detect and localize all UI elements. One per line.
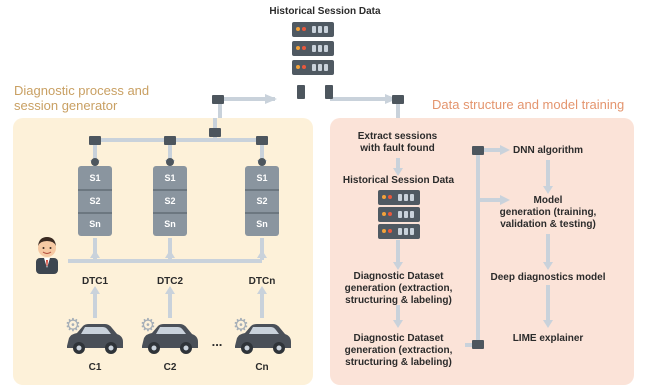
- arrow-icon: [257, 250, 267, 258]
- top-server-title: Historical Session Data: [269, 6, 381, 17]
- server-unit: [378, 207, 420, 222]
- arrow-icon: [165, 250, 175, 258]
- arrow-icon: [500, 195, 510, 205]
- gear-icon: ⚙: [139, 315, 157, 335]
- car-label-1: C1: [88, 362, 102, 373]
- arrow-icon: [543, 320, 553, 328]
- arrow-icon: [543, 262, 553, 270]
- car-icon: [142, 324, 198, 354]
- step-deep-diagnostics-model: Deep diagnostics model: [490, 272, 606, 283]
- right-server: [376, 190, 422, 242]
- connector-icon: [209, 128, 221, 137]
- car-icon: [235, 324, 291, 354]
- arrow-icon: [385, 94, 397, 104]
- server-unit: [292, 60, 334, 75]
- arrow-icon: [393, 262, 403, 270]
- gear-icon: ⚙: [64, 315, 82, 335]
- connector-icon: [472, 340, 484, 349]
- arrow-icon: [500, 145, 510, 155]
- dtc-label-1: DTC1: [81, 276, 109, 287]
- session-drum-3: S1 S2 Sn: [245, 166, 279, 236]
- car-icon: [67, 324, 123, 354]
- person-icon: [36, 237, 58, 274]
- right-section-title: Data structure and model training: [432, 97, 625, 112]
- server-unit: [292, 41, 334, 56]
- led-icon: [388, 212, 392, 216]
- session-drum-2: S1 S2 Sn: [153, 166, 187, 236]
- step-historical-session-data: Historical Session Data: [342, 175, 455, 186]
- connector-icon: [212, 95, 224, 104]
- drum-cap-icon: [166, 158, 174, 166]
- connector-icon: [472, 146, 484, 155]
- arrow-icon: [265, 94, 277, 104]
- arrow-icon: [165, 286, 175, 294]
- arrow-icon: [393, 320, 403, 328]
- server-unit: [378, 190, 420, 205]
- led-icon: [382, 229, 386, 233]
- connector-icon: [325, 85, 333, 99]
- server-unit: [378, 224, 420, 239]
- step-dataset-generation-2: Diagnostic Dataset generation (extractio…: [344, 333, 453, 368]
- led-icon: [296, 46, 300, 50]
- dtc-label-2: DTC2: [156, 276, 184, 287]
- arrow-icon: [543, 186, 553, 194]
- led-icon: [388, 195, 392, 199]
- led-icon: [302, 65, 306, 69]
- step-lime-explainer: LIME explainer: [512, 333, 584, 344]
- dtc-label-3: DTCn: [248, 276, 276, 287]
- car-label-2: C2: [163, 362, 177, 373]
- left-section-title: Diagnostic process and session generator: [14, 83, 150, 113]
- led-icon: [296, 65, 300, 69]
- connector-icon: [164, 136, 176, 145]
- top-server: [290, 22, 336, 84]
- step-model-generation: Model generation (training, validation &…: [499, 195, 597, 230]
- led-icon: [296, 27, 300, 31]
- arrow-icon: [90, 286, 100, 294]
- arrow-icon: [90, 250, 100, 258]
- server-unit: [292, 22, 334, 37]
- led-icon: [382, 195, 386, 199]
- step-extract-sessions: Extract sessions with fault found: [357, 131, 438, 154]
- led-icon: [382, 212, 386, 216]
- ellipsis: ...: [211, 334, 223, 349]
- step-dataset-generation-1: Diagnostic Dataset generation (extractio…: [344, 271, 453, 306]
- led-icon: [302, 46, 306, 50]
- led-icon: [302, 27, 306, 31]
- connector-icon: [392, 95, 404, 104]
- arrow-icon: [257, 286, 267, 294]
- drum-cap-icon: [91, 158, 99, 166]
- gear-icon: ⚙: [232, 315, 250, 335]
- session-drum-1: S1 S2 Sn: [78, 166, 112, 236]
- connector-icon: [89, 136, 101, 145]
- connector-icon: [256, 136, 268, 145]
- connector-icon: [297, 85, 305, 99]
- led-icon: [388, 229, 392, 233]
- arrow-icon: [393, 168, 403, 176]
- car-label-3: Cn: [255, 362, 269, 373]
- drum-cap-icon: [258, 158, 266, 166]
- step-dnn-algorithm: DNN algorithm: [513, 145, 583, 156]
